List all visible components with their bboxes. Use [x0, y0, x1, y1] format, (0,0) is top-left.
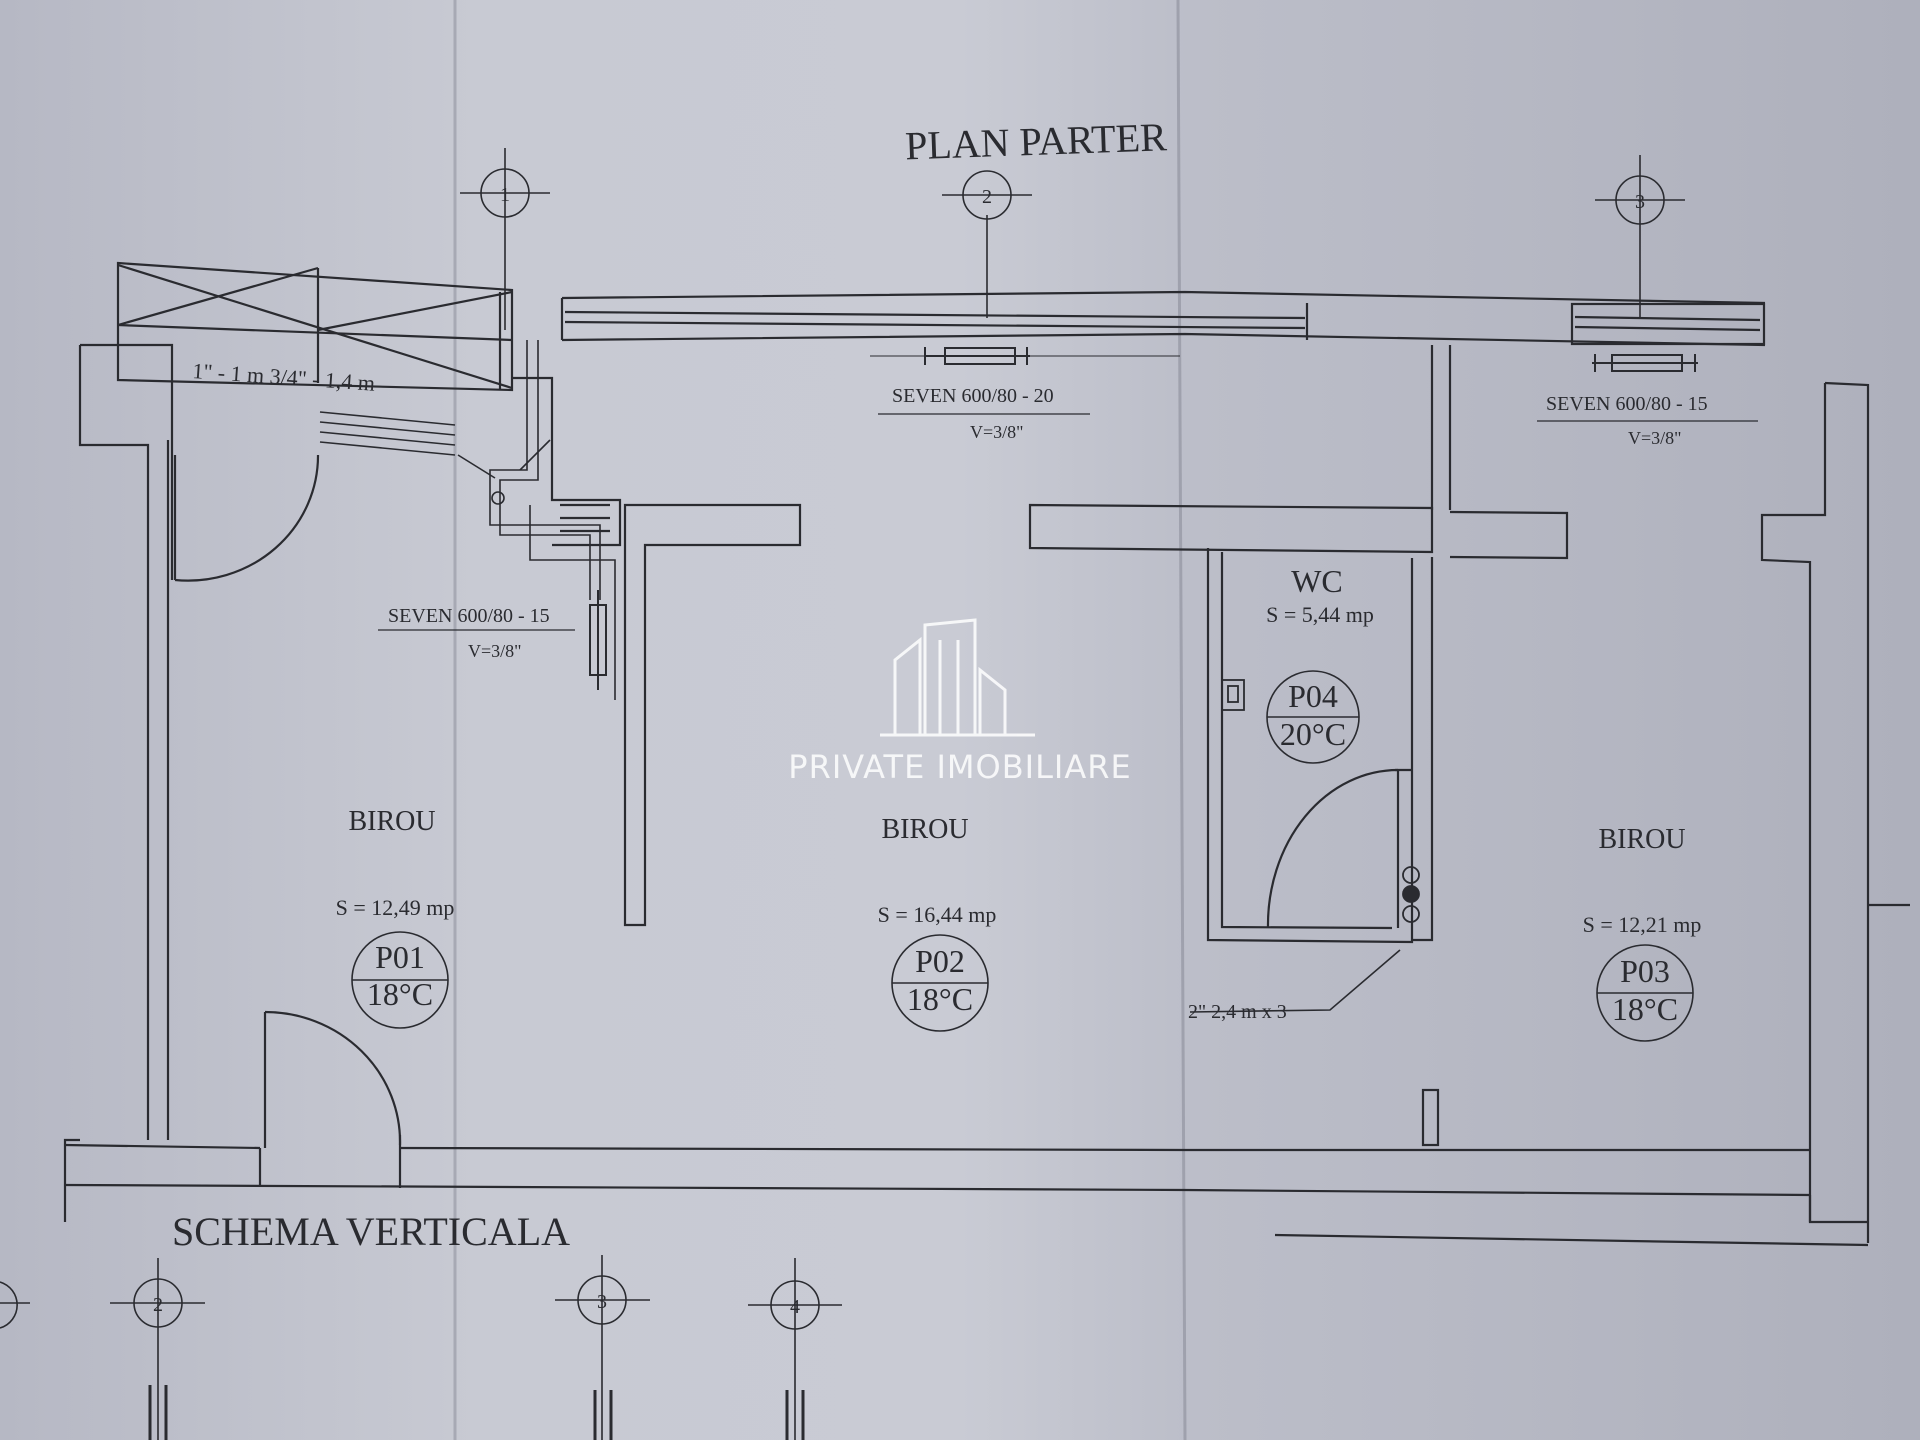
building-logo-icon: [880, 618, 1035, 737]
wc-fixtures: [1221, 679, 1420, 923]
room-code: P04: [1288, 678, 1338, 714]
room-temp: 18°C: [1612, 991, 1678, 1027]
watermark-text: PRIVATE IMOBILIARE: [788, 748, 1131, 786]
room-p01: BIROU S = 12,49 mp P01 18°C: [336, 806, 455, 1029]
paper-fold-line: [1176, 0, 1187, 1440]
room-code: P01: [375, 939, 425, 975]
pipe-note: 2" 2,4 m x 3: [1188, 1001, 1287, 1023]
radiator-symbol: [1537, 354, 1758, 422]
axis-label: 3: [597, 1291, 607, 1313]
axis-markers: [0, 148, 1685, 1440]
room-area: S = 5,44 mp: [1266, 602, 1374, 627]
radiator-symbol: [870, 347, 1180, 415]
plan-title: PLAN PARTER: [904, 114, 1167, 168]
radiator-symbol: [378, 590, 607, 690]
room-code: P02: [915, 943, 965, 979]
room-p03: BIROU S = 12,21 mp P03 18°C: [1583, 824, 1702, 1042]
heating-pipes: [457, 340, 1401, 1013]
room-name: BIROU: [881, 814, 968, 845]
radiator-model: SEVEN 600/80 - 15: [388, 605, 550, 627]
room-temp: 20°C: [1280, 716, 1346, 752]
walls: [63, 261, 1910, 1247]
axis-label: 2: [153, 1294, 163, 1316]
axis-label: 1: [500, 184, 510, 206]
radiator-model: SEVEN 600/80 - 20: [892, 385, 1054, 407]
room-p04: WC S = 5,44 mp P04 20°C: [1266, 563, 1374, 764]
axis-label: 2: [982, 186, 992, 208]
room-area: S = 16,44 mp: [878, 902, 997, 927]
room-name: BIROU: [348, 806, 435, 837]
room-code: P03: [1620, 953, 1670, 989]
room-p02: BIROU S = 16,44 mp P02 18°C: [878, 814, 997, 1032]
room-area: S = 12,21 mp: [1583, 912, 1702, 937]
room-name: BIROU: [1598, 824, 1685, 855]
room-temp: 18°C: [907, 981, 973, 1017]
room-area: S = 12,49 mp: [336, 895, 455, 920]
radiator-valve: V=3/8": [1628, 428, 1682, 448]
radiator-model: SEVEN 600/80 - 15: [1546, 393, 1708, 415]
doors: [173, 454, 1400, 1148]
axis-label: 4: [790, 1296, 800, 1318]
axis-label: 3: [1635, 191, 1645, 213]
room-temp: 18°C: [367, 976, 433, 1012]
radiator-valve: V=3/8": [970, 422, 1024, 442]
room-name: WC: [1291, 563, 1343, 599]
schema-title: SCHEMA VERTICALA: [172, 1209, 570, 1254]
radiator-valve: V=3/8": [468, 641, 522, 661]
